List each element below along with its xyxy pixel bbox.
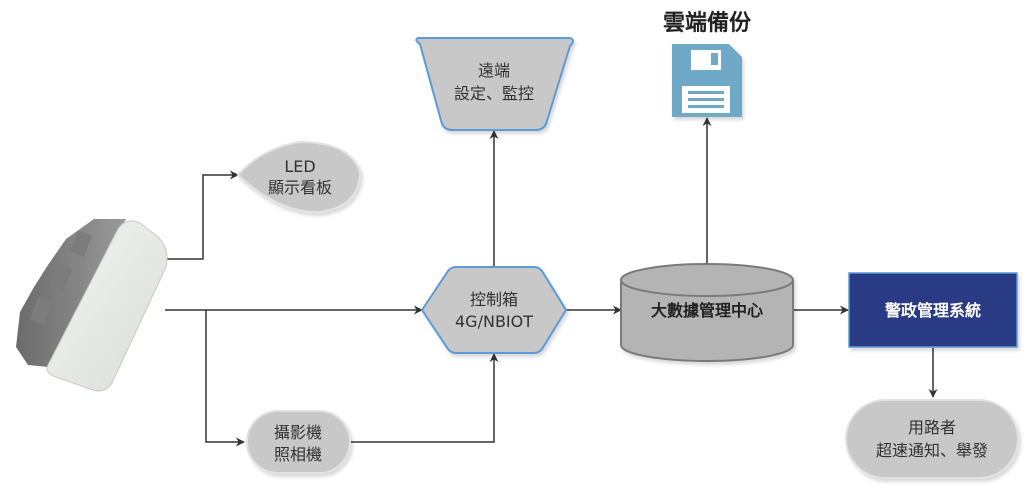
connectors [165,117,938,447]
edge-camera-control [350,353,499,443]
cloud-backup-title: 雲端備份 [663,10,752,36]
device-face [46,220,168,392]
camera-node[interactable]: 攝影機 照相機 [246,410,351,474]
road-user-node[interactable]: 用路者 超速通知、舉發 [845,399,1019,479]
edge-device-led [165,170,239,260]
led-board-label-line1: LED [284,157,315,176]
edge-device-camera [205,310,245,447]
control-box-label-line2: 4G/NBIOT [455,312,533,331]
sensor-device[interactable] [16,219,168,392]
bigdata-center-label: 大數據管理中心 [651,301,763,320]
police-system-node[interactable]: 警政管理系統 [848,272,1018,348]
camera-label-line2: 照相機 [274,445,322,464]
led-board-node[interactable]: LED 顯示看板 [236,140,362,214]
remote-label-line1: 遠端 [478,61,510,80]
control-box-label-line1: 控制箱 [470,290,518,309]
device-side [16,219,126,367]
floppy-disk-icon [672,44,742,117]
police-system-label: 警政管理系統 [884,301,981,320]
remote-label-line2: 設定、監控 [454,84,534,103]
device-rib [30,231,92,325]
camera-label-line1: 攝影機 [274,423,322,442]
road-user-label-line1: 用路者 [908,418,956,437]
cloud-backup-node[interactable]: 雲端備份 [663,10,752,117]
control-box-node[interactable]: 控制箱 4G/NBIOT [420,266,568,354]
road-user-label-line2: 超速通知、舉發 [876,441,988,460]
led-board-label-line2: 顯示看板 [268,178,332,197]
remote-node[interactable]: 遠端 設定、監控 [415,37,574,131]
bigdata-center-node[interactable]: 大數據管理中心 [620,263,794,362]
